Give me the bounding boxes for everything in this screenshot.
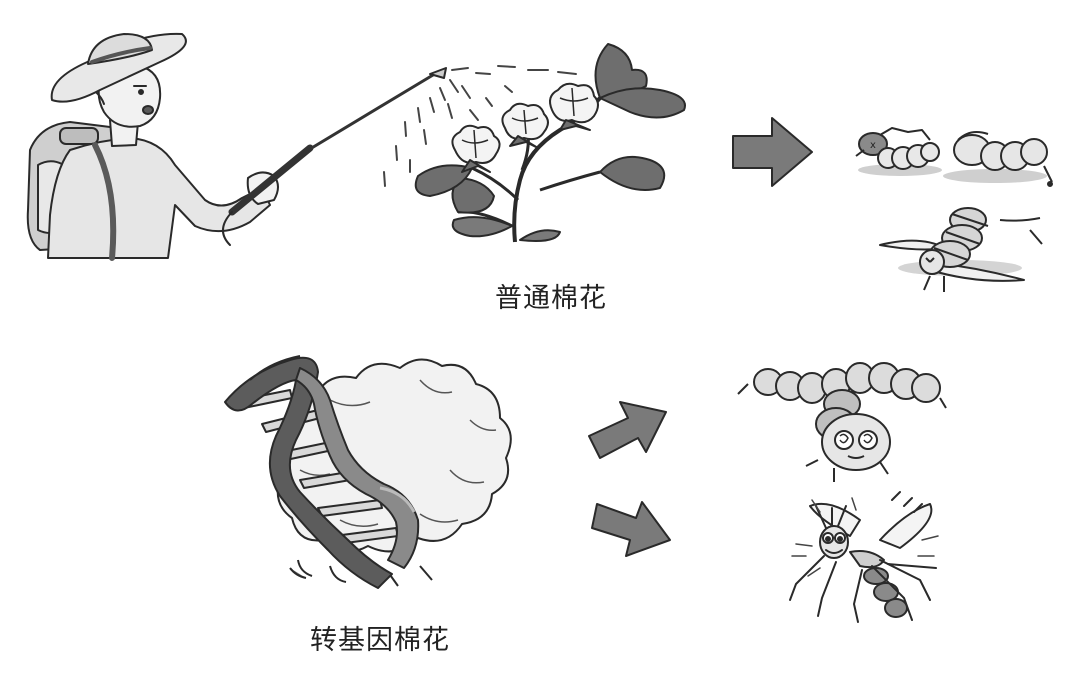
normal-cotton-label: 普通棉花	[495, 283, 607, 314]
right-arrow-icon	[591, 501, 671, 557]
caterpillar-icon	[737, 362, 947, 482]
gm-cotton-label: 转基因棉花	[310, 625, 450, 656]
farmer-spraying-icon	[26, 32, 447, 261]
cotton-plant-icon	[414, 43, 686, 243]
mosquito-icon	[789, 491, 939, 623]
right-arrow-icon	[588, 401, 667, 459]
svg-text:x: x	[870, 140, 876, 151]
right-arrow-icon	[732, 117, 813, 187]
cotton-boll-icon	[273, 358, 512, 587]
dna-helix-icon	[224, 355, 420, 589]
spray-droplets-icon	[383, 65, 577, 189]
dead-insects-icon: x	[855, 127, 1053, 292]
